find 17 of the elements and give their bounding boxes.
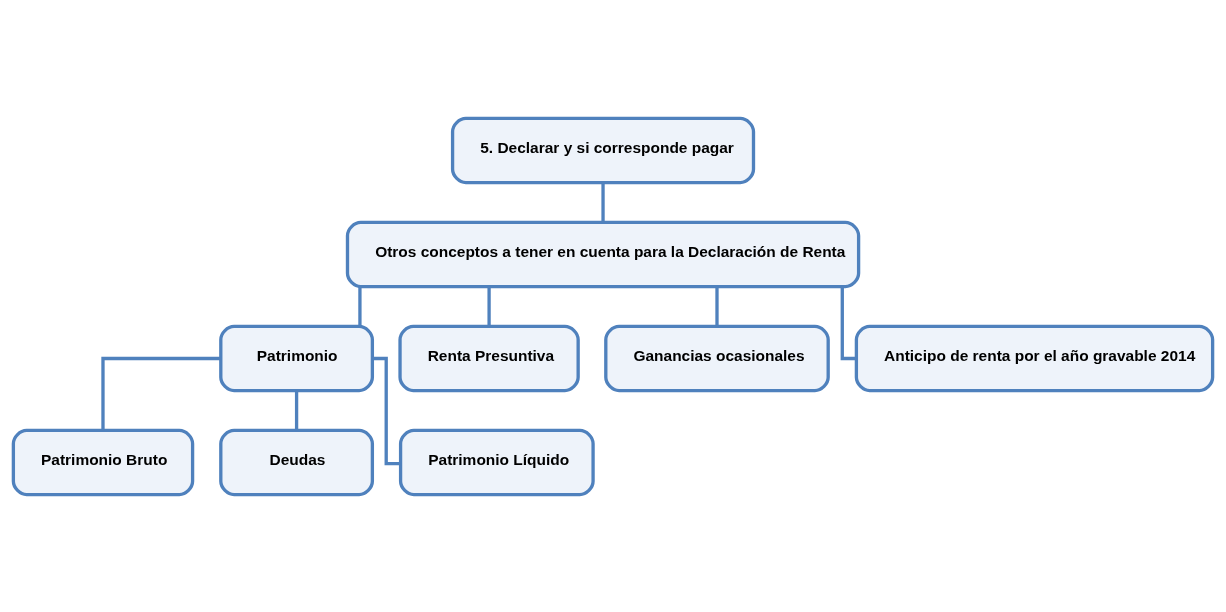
node-box: 5. Declarar y si corresponde pagar [450, 116, 756, 184]
node-box: Ganancias ocasionales [604, 324, 830, 392]
connector [101, 356, 221, 430]
node-box: Otros conceptos a tener en cuenta para la Declaración de Renta [345, 220, 861, 288]
connector [715, 286, 719, 326]
node-box: Renta Presuntiva [398, 324, 580, 392]
connector [840, 286, 857, 360]
connector [372, 356, 401, 465]
connector [294, 390, 299, 430]
node-box: Anticipo de renta por el año gravable 2014 [854, 324, 1215, 392]
connector [358, 286, 362, 326]
node-box: Patrimonio Bruto [11, 428, 195, 496]
connector [487, 286, 491, 326]
node-box: Patrimonio [219, 324, 375, 392]
connector [601, 182, 605, 222]
node-box: Patrimonio Líquido [398, 428, 595, 496]
node-box: Deudas [219, 428, 375, 496]
